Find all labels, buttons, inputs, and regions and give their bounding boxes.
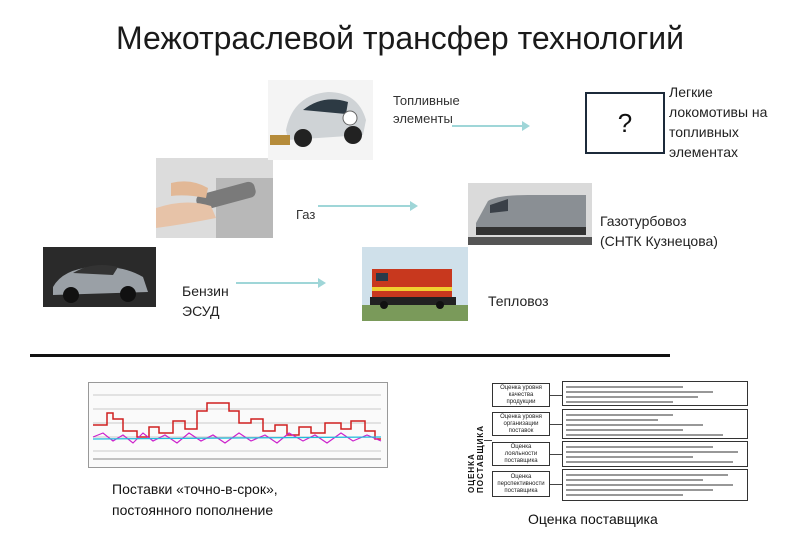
page-title: Межотраслевой трансфер технологий	[115, 20, 684, 56]
gas-turbine-label-line1: Газотурбовоз	[600, 213, 687, 229]
tree-node-prospects: Оценка перспективности поставщика	[492, 471, 550, 497]
section-divider	[30, 354, 670, 357]
chart-cyan-series	[92, 436, 382, 440]
supply-caption: Поставки «точно-в-срок», постоянного поп…	[112, 479, 278, 521]
diesel-locomotive-label: Тепловоз	[488, 293, 549, 309]
supply-caption-line2: постоянного пополнение	[112, 502, 274, 518]
chart-magenta-series	[92, 432, 382, 444]
tree-detail-prospects	[562, 469, 748, 501]
petrol-label-line1: Бензин	[182, 283, 229, 299]
gas-label: Газ	[296, 207, 316, 222]
question-box: ?	[585, 92, 665, 154]
hydrogen-car-photo	[268, 80, 373, 160]
car-photo	[43, 247, 156, 307]
arrow-fuel-cells	[452, 121, 530, 131]
arrow-gas	[318, 201, 418, 211]
gas-turbine-label: Газотурбовоз (СНТК Кузнецова)	[600, 211, 718, 251]
arrow-petrol	[236, 278, 326, 288]
chart-red-series	[93, 402, 381, 440]
tree-node-organization: Оценка уровня организации поставок	[492, 412, 550, 436]
gas-turbine-locomotive-photo	[468, 183, 592, 245]
fuel-cells-label: Топливные элементы	[393, 93, 460, 126]
petrol-label-line2: ЭСУД	[182, 303, 220, 319]
tree-detail-organization	[562, 409, 748, 439]
fuel-nozzle-photo	[156, 158, 273, 238]
tree-link-3	[550, 454, 562, 455]
tree-connector	[484, 440, 492, 441]
tree-node-loyalty: Оценка лояльности поставщика	[492, 442, 550, 466]
gas-turbine-label-line2: (СНТК Кузнецова)	[600, 233, 718, 249]
tree-node-quality: Оценка уровня качества продукции	[492, 383, 550, 407]
tree-link-4	[550, 484, 562, 485]
supplier-tree-root: ОЦЕНКА ПОСТАВЩИКА	[467, 424, 485, 493]
diesel-locomotive-photo	[362, 247, 468, 321]
supply-chart	[88, 382, 388, 468]
light-locomotives-label: Легкие локомотивы на топливных элементах	[669, 84, 768, 160]
tree-detail-quality	[562, 381, 748, 406]
tree-link-2	[550, 424, 562, 425]
supplier-eval-caption: Оценка поставщика	[528, 511, 658, 527]
supply-caption-line1: Поставки «точно-в-срок»,	[112, 481, 278, 497]
tree-link-1	[550, 395, 562, 396]
tree-detail-loyalty	[562, 441, 748, 467]
petrol-label: Бензин ЭСУД	[182, 281, 229, 321]
